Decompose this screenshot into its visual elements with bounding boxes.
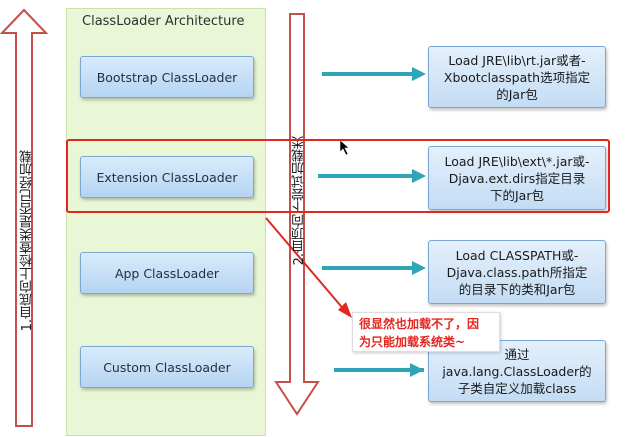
- connector-app: [322, 266, 414, 270]
- connector-extension-head: [412, 169, 426, 183]
- description-line: 子类自定义加载class: [457, 380, 577, 396]
- app-description: Load CLASSPATH或- Djava.class.path所指定 的目录…: [428, 240, 606, 304]
- extension-highlight-frame: [66, 139, 610, 213]
- connector-custom-head: [410, 363, 424, 377]
- connector-bootstrap: [322, 72, 414, 76]
- down-arrow-icon: [274, 13, 320, 416]
- connector-custom: [334, 368, 424, 372]
- connector-app-head: [412, 261, 426, 275]
- description-line: Load JRE\lib\ext\*.jar或-: [444, 153, 590, 169]
- description-line: Djava.class.path所指定: [446, 264, 588, 280]
- annotation-callout: 很显然也加载不了，因 为只能加载系统类~: [352, 312, 500, 352]
- callout-pointer-head: [338, 302, 352, 318]
- description-line: 的Jar包: [496, 86, 538, 102]
- description-line: Djava.ext.dirs指定目录: [448, 170, 586, 186]
- bootstrap-description: Load JRE\lib\rt.jar或者- Xbootclasspath选项指…: [428, 46, 606, 108]
- bootstrap-classloader-box: Bootstrap ClassLoader: [80, 56, 254, 98]
- description-line: Xbootclasspath选项指定: [443, 69, 591, 85]
- description-line: Load CLASSPATH或-: [455, 247, 579, 263]
- callout-line: 为只能加载系统类~: [359, 335, 466, 349]
- description-line: 通过: [504, 346, 530, 362]
- description-line: 的目录下的类和Jar包: [458, 281, 576, 297]
- cursor-icon: [339, 139, 350, 156]
- description-line: java.lang.ClassLoader的: [442, 363, 592, 379]
- custom-classloader-box: Custom ClassLoader: [80, 346, 254, 388]
- up-arrow-icon: [0, 8, 49, 427]
- callout-pointer: [265, 217, 347, 313]
- description-line: 下的Jar包: [490, 187, 544, 203]
- extension-classloader-box: Extension ClassLoader: [80, 156, 254, 198]
- connector-bootstrap-head: [412, 67, 426, 81]
- panel-title: ClassLoader Architecture: [82, 14, 245, 29]
- description-line: Load JRE\lib\rt.jar或者-: [448, 52, 586, 68]
- extension-description: Load JRE\lib\ext\*.jar或- Djava.ext.dirs指…: [428, 146, 606, 210]
- connector-extension: [318, 174, 414, 178]
- bottom-up-check-label: 1.自底向上检查类是否已经加载: [20, 150, 35, 332]
- app-classloader-box: App ClassLoader: [80, 252, 254, 294]
- callout-line: 很显然也加载不了，因: [359, 317, 480, 331]
